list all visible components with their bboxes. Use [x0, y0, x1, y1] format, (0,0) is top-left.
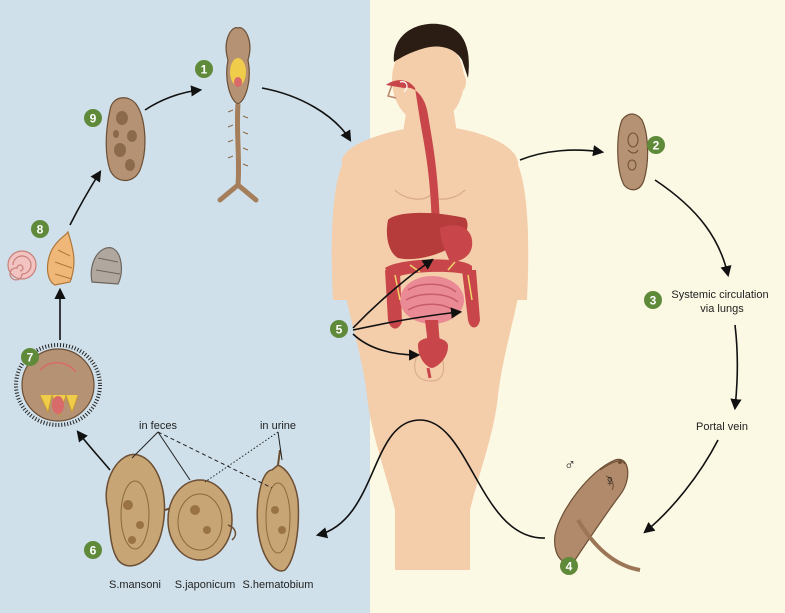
organs-icon — [385, 80, 480, 379]
step-badge-3: 3 — [644, 291, 662, 309]
portal-vein-label: Portal vein — [696, 421, 748, 433]
arrow-5-to-bladder — [352, 333, 421, 361]
snails-icon — [7, 230, 122, 286]
arrow-portal-to-4 — [643, 439, 719, 534]
arrow-9-to-1 — [144, 85, 203, 111]
in-urine-label: in urine — [260, 420, 296, 432]
eggs-icon — [105, 449, 300, 572]
arrow-4-to-6 — [315, 419, 546, 539]
svg-text:4: 4 — [566, 560, 573, 574]
svg-text:8: 8 — [37, 223, 44, 237]
in-feces-label: in feces — [139, 420, 177, 432]
svg-text:3: 3 — [650, 294, 657, 308]
egg-mansoni-icon — [105, 453, 181, 567]
step-3-text-line2: via lungs — [700, 303, 744, 315]
step-badges: 1 2 3 4 5 6 7 8 9 — [21, 60, 665, 575]
svg-text:6: 6 — [90, 544, 97, 558]
arrow-8-to-9 — [69, 170, 102, 226]
step-badge-5: 5 — [330, 320, 348, 338]
cercaria-icon — [217, 27, 259, 203]
arrow-5-to-liver — [352, 258, 434, 329]
svg-text:1: 1 — [201, 63, 208, 77]
egg-name-hematobium: S.hematobium — [243, 579, 314, 591]
step-badge-9: 9 — [84, 109, 102, 127]
arrow-5-to-intestine — [352, 307, 463, 331]
arrow-body-to-2 — [519, 145, 605, 161]
cycle-arrows — [54, 85, 742, 539]
small-intestine-icon — [400, 276, 464, 324]
step-badge-6: 6 — [84, 541, 102, 559]
female-symbol: ♀ — [604, 473, 616, 490]
adult-worms-icon — [554, 458, 641, 572]
step-badge-1: 1 — [195, 60, 213, 78]
miracidium-icon — [14, 343, 102, 427]
egg-name-japonicum: S.japonicum — [175, 579, 236, 591]
arrow-1-to-body — [261, 87, 352, 142]
step-badge-7: 7 — [21, 348, 39, 366]
egg-japonicum-icon — [167, 479, 237, 561]
svg-text:7: 7 — [27, 351, 34, 365]
step-badge-2: 2 — [647, 136, 665, 154]
egg-name-mansoni: S.mansoni — [109, 579, 161, 591]
arrow-3-to-portal — [730, 324, 742, 411]
egg-excretion-connectors — [131, 431, 283, 489]
step-badge-8: 8 — [31, 220, 49, 238]
egg-hematobium-icon — [256, 449, 300, 572]
svg-text:5: 5 — [336, 323, 343, 337]
step-badge-4: 4 — [560, 557, 578, 575]
schistosomulum-icon — [617, 113, 649, 191]
sporocyst-icon — [105, 97, 146, 182]
svg-text:9: 9 — [90, 112, 97, 126]
arrow-2-to-3 — [654, 179, 732, 278]
svg-text:2: 2 — [653, 139, 660, 153]
arrow-6-to-7 — [76, 430, 111, 471]
male-symbol: ♂ — [564, 457, 576, 474]
step-3-text-line1: Systemic circulation — [671, 289, 768, 301]
